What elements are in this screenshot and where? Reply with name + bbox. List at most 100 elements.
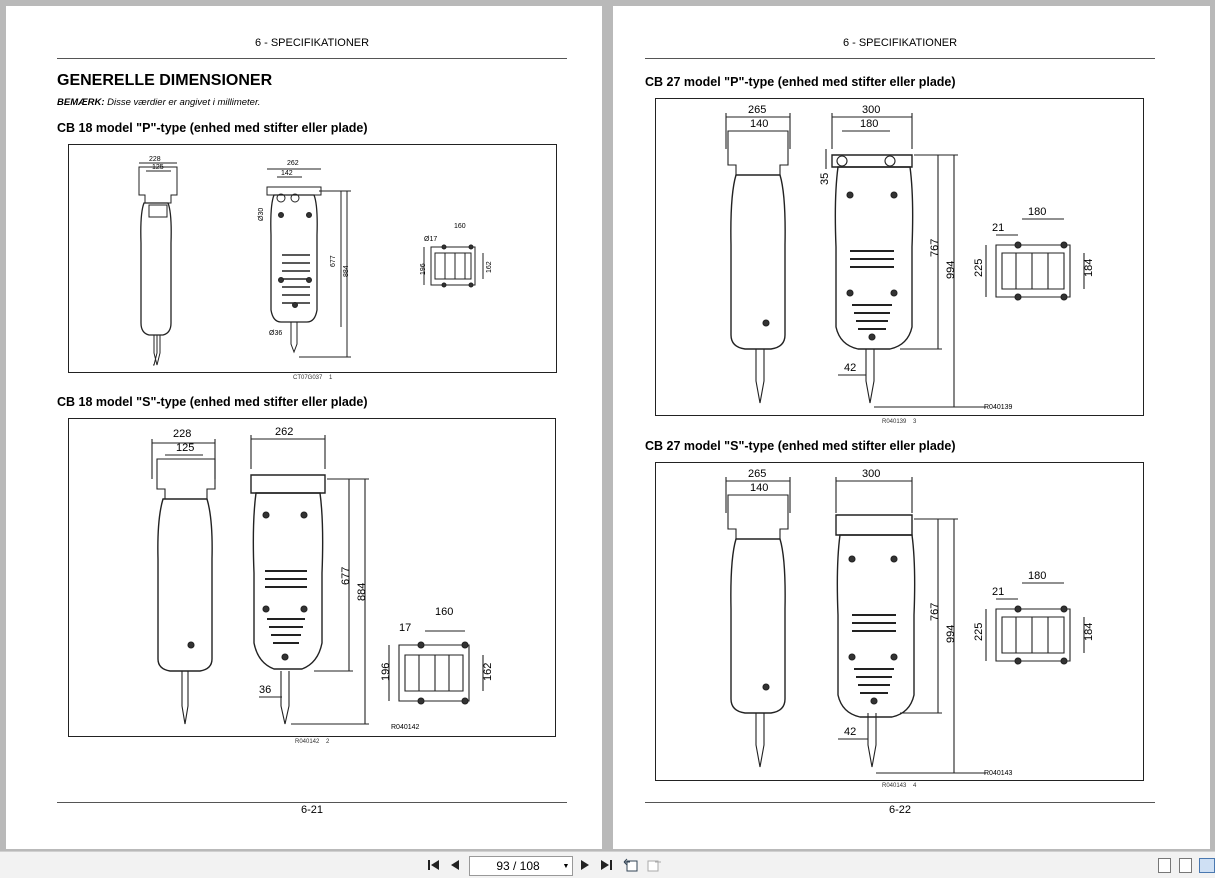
next-page-button[interactable] xyxy=(578,856,592,874)
dim-label: 21 xyxy=(992,586,1004,598)
page-header: 6 - SPECIFIKATIONER xyxy=(842,37,958,49)
diagram-cb27-s: 265 140 300 767 994 42 21 xyxy=(725,468,1095,777)
footer-rule xyxy=(57,802,567,803)
dim-label: 160 xyxy=(435,606,453,618)
dim-label: 36 xyxy=(259,684,271,696)
dim-label: 677 xyxy=(340,567,352,585)
dim-label: 180 xyxy=(1028,570,1046,582)
dim-label: 884 xyxy=(343,265,350,277)
go-back-button[interactable] xyxy=(623,856,639,874)
dim-label: Ø36 xyxy=(269,330,282,337)
figure-cb27-p: 265 140 300 180 35 767 994 42 xyxy=(655,98,1144,416)
page-number: 6-21 xyxy=(300,804,324,816)
section-title: CB 27 model "P"-type (enhed med stifter … xyxy=(645,75,956,89)
dim-label: 262 xyxy=(275,426,293,438)
first-page-button[interactable] xyxy=(426,856,442,874)
dim-label: 160 xyxy=(454,223,466,230)
viewer-toolbar: 93 / 108 ▼ xyxy=(0,851,1215,878)
section-title: CB 27 model "S"-type (enhed med stifter … xyxy=(645,439,956,453)
caption-number: 1 xyxy=(329,375,333,381)
dim-label: Ø17 xyxy=(424,236,437,243)
header-rule xyxy=(57,58,567,59)
page-selector[interactable]: 93 / 108 ▼ xyxy=(469,856,573,876)
right-page: 6 - SPECIFIKATIONER CB 27 model "P"-type… xyxy=(613,6,1210,849)
dim-label: 184 xyxy=(1083,259,1095,277)
figure-caption: R040143 4 xyxy=(882,783,916,789)
dim-label: 767 xyxy=(929,603,941,621)
prev-page-button[interactable] xyxy=(448,856,462,874)
dim-label: 42 xyxy=(844,726,856,738)
dim-label: 228 xyxy=(173,428,191,440)
page-indicator: 93 / 108 xyxy=(496,859,540,873)
dim-label: 994 xyxy=(945,625,957,643)
dim-label: 767 xyxy=(929,239,941,257)
diagram-cb18-p: 228 125 262 142 Ø30 677 884 Ø36 xyxy=(138,156,493,366)
dim-label: Ø30 xyxy=(258,208,265,221)
caption-code: R040139 xyxy=(882,419,907,425)
page-header: 6 - SPECIFIKATIONER xyxy=(254,37,370,49)
note: BEMÆRK: Disse værdier er angivet i milli… xyxy=(57,97,260,108)
figure-cb18-s: 228 125 262 677 884 36 17 xyxy=(68,418,556,737)
two-page-view-icon[interactable] xyxy=(1199,858,1215,873)
dim-label: 265 xyxy=(748,104,766,116)
next-page-icon xyxy=(581,860,589,870)
dim-label: 994 xyxy=(945,261,957,279)
first-page-icon xyxy=(428,860,439,870)
go-forward-icon xyxy=(647,860,661,872)
figure-caption: CT07G037 1 xyxy=(293,375,332,381)
figure-caption: R040139 3 xyxy=(882,419,916,425)
footer-rule xyxy=(645,802,1155,803)
figure-cb18-p: 228 125 262 142 Ø30 677 884 Ø36 xyxy=(68,144,557,373)
caption-number: 2 xyxy=(326,739,330,745)
dim-label: 196 xyxy=(380,663,392,681)
figure-cb27-s: 265 140 300 767 994 42 21 xyxy=(655,462,1144,781)
dim-label: 196 xyxy=(420,263,427,275)
dim-label: 225 xyxy=(973,259,985,277)
dim-label: 162 xyxy=(482,663,494,681)
dim-label: 35 xyxy=(819,173,831,185)
figure-ref: R040142 xyxy=(391,724,420,731)
header-rule xyxy=(645,58,1155,59)
dim-label: 42 xyxy=(844,362,856,374)
go-forward-button[interactable] xyxy=(646,856,662,874)
left-page: 6 - SPECIFIKATIONER GENERELLE DIMENSIONE… xyxy=(6,6,602,849)
dim-label: 265 xyxy=(748,468,766,480)
caption-code: R040142 xyxy=(295,739,320,745)
last-page-icon xyxy=(601,860,612,870)
dim-label: 125 xyxy=(152,164,164,171)
section-title: CB 18 model "P"-type (enhed med stifter … xyxy=(57,121,368,135)
dim-label: 180 xyxy=(1028,206,1046,218)
caption-code: R040143 xyxy=(882,783,907,789)
figure-ref: R040143 xyxy=(984,770,1013,777)
chevron-down-icon: ▼ xyxy=(562,862,570,870)
figure-caption: R040142 2 xyxy=(295,739,329,745)
dim-label: 184 xyxy=(1083,623,1095,641)
figure-ref: R040139 xyxy=(984,404,1013,411)
continuous-view-icon[interactable] xyxy=(1179,858,1192,873)
caption-code: CT07G037 xyxy=(293,375,323,381)
dim-label: 677 xyxy=(330,255,337,267)
dim-label: 228 xyxy=(149,156,161,163)
last-page-button[interactable] xyxy=(598,856,614,874)
dim-label: 300 xyxy=(862,104,880,116)
note-label: BEMÆRK: xyxy=(57,97,105,108)
dim-label: 162 xyxy=(486,261,493,273)
page-number: 6-22 xyxy=(888,804,912,816)
diagram-cb18-s: 228 125 262 677 884 36 17 xyxy=(151,426,494,731)
dim-label: 225 xyxy=(973,623,985,641)
caption-number: 3 xyxy=(913,419,917,425)
dim-label: 17 xyxy=(399,622,411,634)
dim-label: 884 xyxy=(356,583,368,601)
caption-number: 4 xyxy=(913,783,917,789)
go-back-icon xyxy=(623,858,638,872)
diagram-cb27-p: 265 140 300 180 35 767 994 42 xyxy=(725,104,1095,411)
section-title: CB 18 model "S"-type (enhed med stifter … xyxy=(57,395,368,409)
page-title: GENERELLE DIMENSIONER xyxy=(57,72,273,89)
prev-page-icon xyxy=(451,860,459,870)
note-text: Disse værdier er angivet i millimeter. xyxy=(104,97,261,108)
single-page-view-icon[interactable] xyxy=(1158,858,1171,873)
dim-label: 142 xyxy=(281,170,293,177)
dim-label: 262 xyxy=(287,160,299,167)
dim-label: 180 xyxy=(860,118,878,130)
dim-label: 300 xyxy=(862,468,880,480)
